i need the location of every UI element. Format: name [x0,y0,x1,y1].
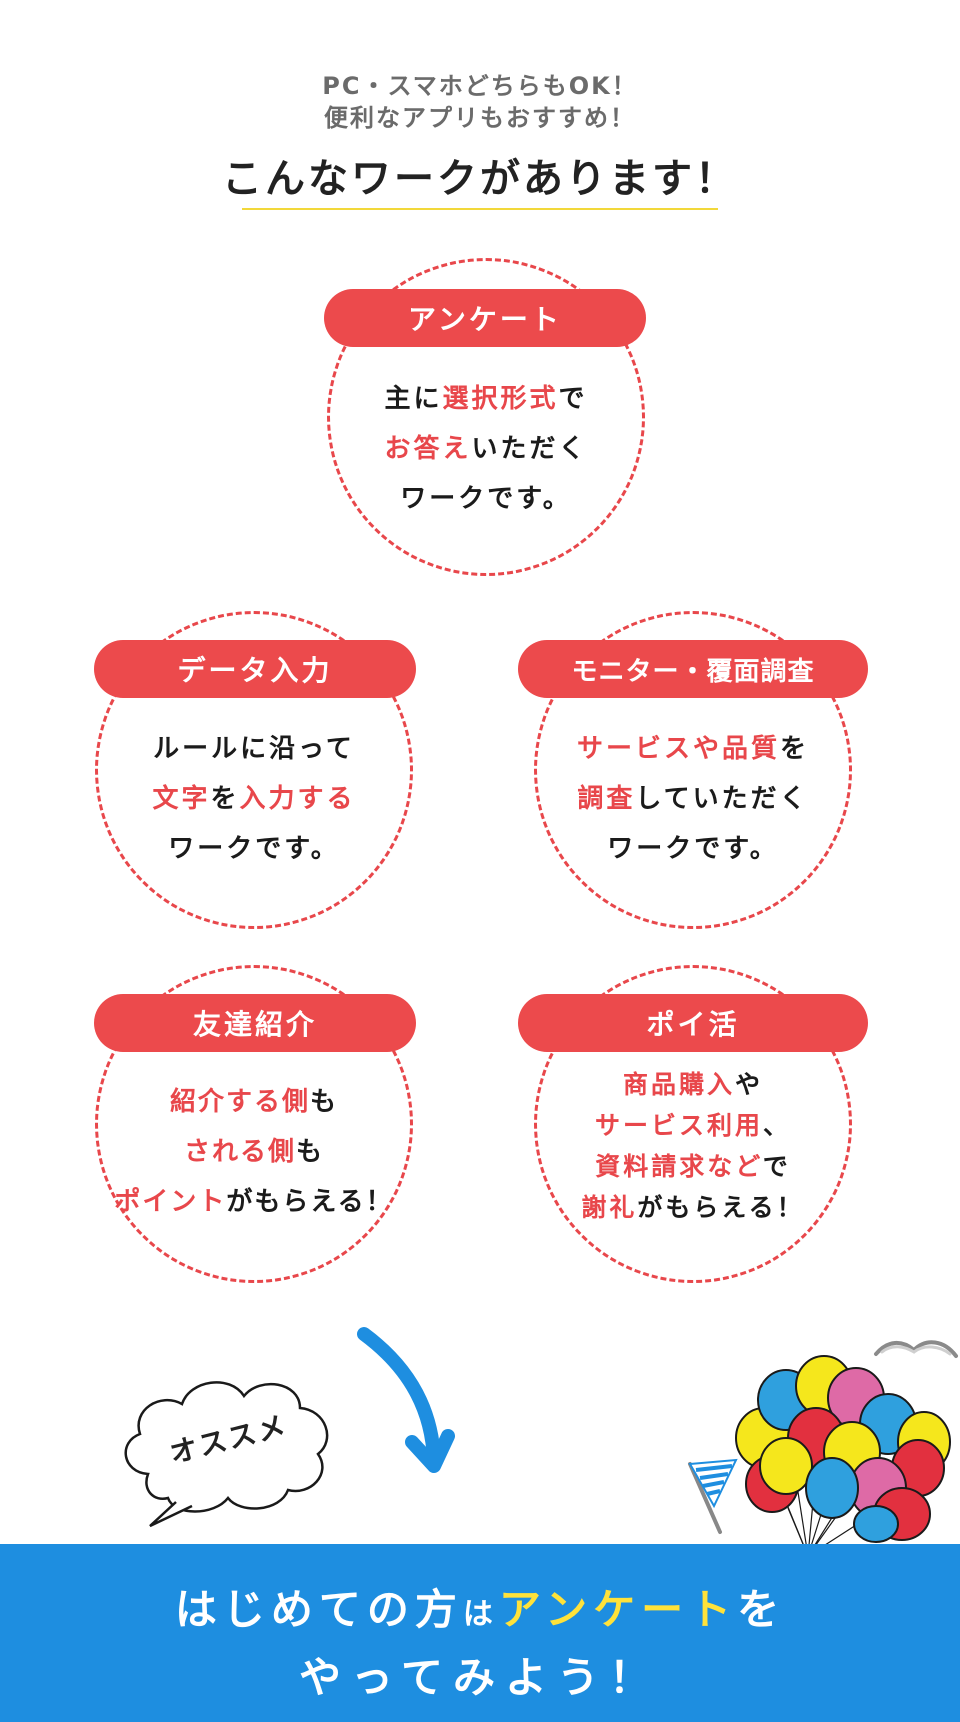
title-underline [242,208,718,210]
card-monitor-label: モニター・覆面調査 [518,640,868,698]
card-referral-text: 紹介する側も される側も ポイントがもらえる！ [114,1087,394,1217]
card-data-entry-text: ルールに沿って 文字を入力する ワークです。 [152,734,356,864]
pennant-flag-icon [688,1458,738,1534]
page-title: こんなワークがあります！ [222,156,738,202]
card-data-entry-label: データ入力 [94,640,416,698]
seagull-icon [874,1340,958,1358]
card-monitor-text: サービスや品質を 調査していただく ワークです。 [576,734,810,864]
card-poikatsu-label: ポイ活 [518,994,868,1052]
card-survey-text: 主に選択形式で お答えいただく ワークです。 [384,384,588,514]
header-subtitle-1: PC・スマホどちらもOK！ [322,72,638,100]
header-subtitle-2: 便利なアプリもおすすめ！ [324,104,636,132]
cta-line-2: やってみよう！ [299,1653,661,1702]
cloud-bubble-icon [124,1381,329,1528]
card-referral-label: 友達紹介 [94,994,416,1052]
card-poikatsu-text: 商品購入や サービス利用、 資料請求などで 謝礼がもらえる！ [581,1070,805,1222]
balloons-illustration [735,1355,951,1557]
arrow-down-curve-icon [357,1327,455,1473]
cta-line-1: はじめての方はアンケートを [174,1585,786,1634]
cta-banner [0,1544,960,1722]
card-survey-label: アンケート [324,289,646,347]
